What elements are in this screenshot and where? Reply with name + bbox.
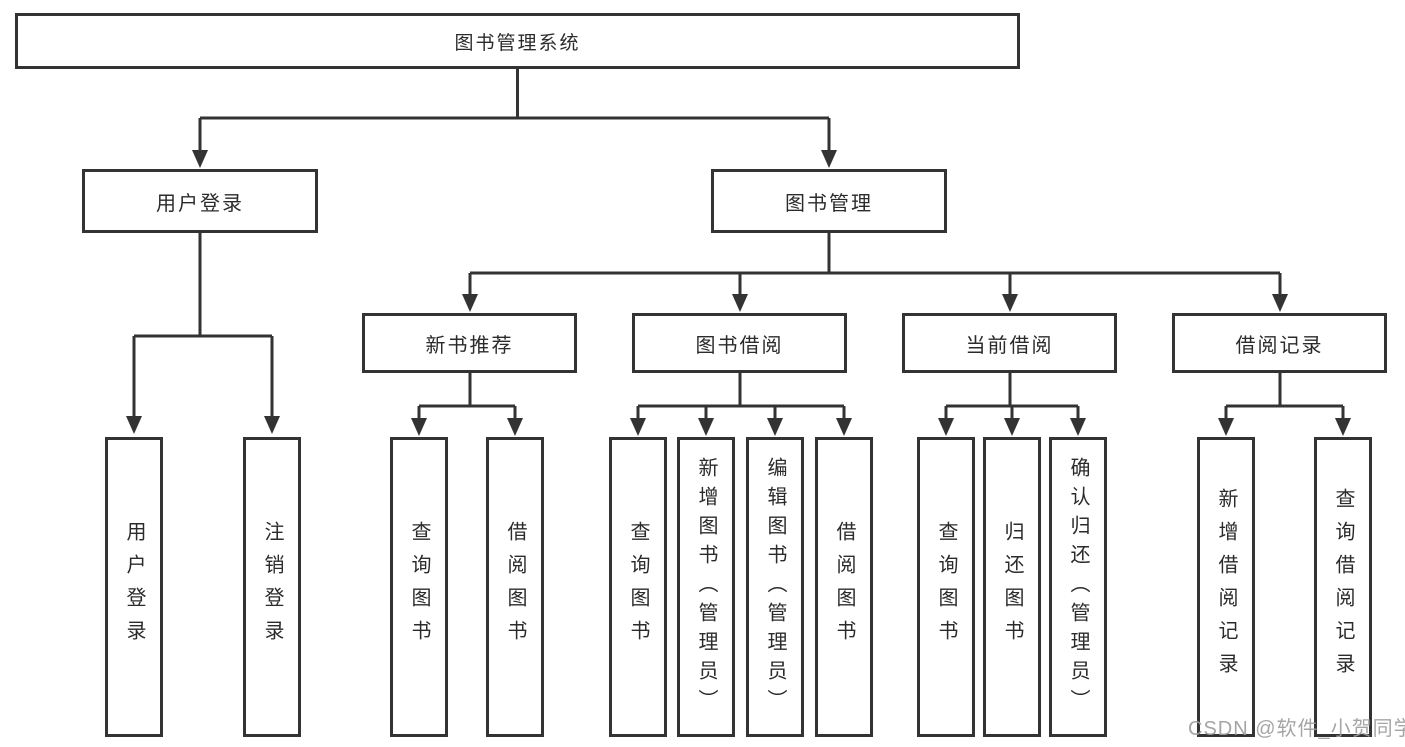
node-current-borrowing: 当前借阅 (902, 313, 1117, 373)
leaf-br-add-borrow-record: 新增借阅记录 (1197, 437, 1255, 737)
node-book-management-system: 图书管理系统 (15, 13, 1020, 69)
leaf-nbr-borrow-books: 借阅图书 (486, 437, 544, 737)
arrowhead-icon (264, 416, 280, 434)
arrowhead-icon (1335, 418, 1351, 436)
arrowhead-icon (192, 150, 208, 168)
node-user-login: 用户登录 (82, 169, 318, 233)
node-new-book-recommend: 新书推荐 (362, 313, 577, 373)
arrowhead-icon (411, 418, 427, 436)
node-borrowing-records: 借阅记录 (1172, 313, 1387, 373)
arrowhead-icon (126, 416, 142, 434)
leaf-logout-login: 注销登录 (243, 437, 301, 737)
arrowhead-icon (732, 294, 748, 312)
leaf-bb-edit-books-admin: 编辑图书（管理员） (746, 437, 804, 737)
arrowhead-icon (698, 418, 714, 436)
leaf-user-login: 用户登录 (105, 437, 163, 737)
connector-current-borrowing-branch (938, 373, 1086, 436)
arrowhead-icon (1004, 418, 1020, 436)
connector-user-login-branch (126, 233, 280, 434)
leaf-nbr-query-books: 查询图书 (390, 437, 448, 737)
arrowhead-icon (1272, 294, 1288, 312)
arrowhead-icon (462, 294, 478, 312)
arrowhead-icon (767, 418, 783, 436)
arrowhead-icon (1070, 418, 1086, 436)
connector-new-book-recommend-branch (411, 373, 523, 436)
leaf-cb-confirm-return-admin: 确认归还（管理员） (1049, 437, 1107, 737)
leaf-cb-return-books: 归还图书 (983, 437, 1041, 737)
node-book-management: 图书管理 (711, 169, 947, 233)
leaf-cb-query-books: 查询图书 (917, 437, 975, 737)
leaf-br-query-borrow-record: 查询借阅记录 (1314, 437, 1372, 737)
connector-borrowing-records-branch (1218, 373, 1351, 436)
connector-book-borrowing-branch (630, 373, 852, 436)
arrowhead-icon (507, 418, 523, 436)
arrowhead-icon (630, 418, 646, 436)
arrowhead-icon (1002, 294, 1018, 312)
connector-book-management-branch (462, 233, 1288, 312)
arrowhead-icon (1218, 418, 1234, 436)
arrowhead-icon (821, 150, 837, 168)
leaf-bb-borrow-books: 借阅图书 (815, 437, 873, 737)
node-book-borrowing: 图书借阅 (632, 313, 847, 373)
leaf-bb-query-books: 查询图书 (609, 437, 667, 737)
arrowhead-icon (938, 418, 954, 436)
leaf-bb-add-books-admin: 新增图书（管理员） (677, 437, 735, 737)
csdn-watermark: CSDN @软件_小贺同学 (1188, 718, 1405, 740)
connector-root-to-level2 (192, 69, 837, 168)
arrowhead-icon (836, 418, 852, 436)
